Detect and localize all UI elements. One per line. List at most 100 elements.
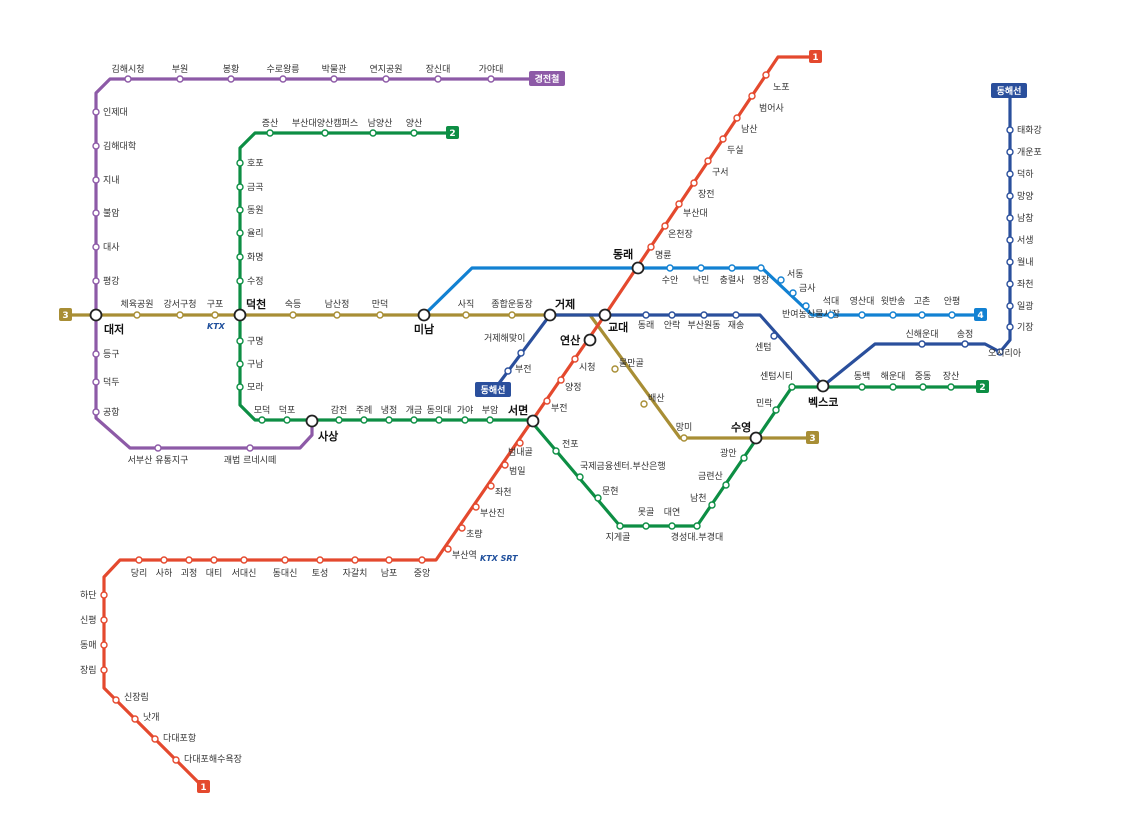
station-jurye[interactable]: 주례 xyxy=(356,405,373,424)
badge-line1-dadaepo[interactable]: 1 xyxy=(197,780,210,793)
station-seosaeng[interactable]: 서생 xyxy=(1006,235,1034,246)
station-busanjin[interactable]: 부산진 xyxy=(472,503,505,519)
station-sicheong[interactable]: 시청 xyxy=(571,355,596,373)
station-dongbaek[interactable]: 동백 xyxy=(854,371,871,391)
station-jungdong[interactable]: 중동 xyxy=(915,371,932,391)
station-sajik[interactable]: 사직 xyxy=(458,299,475,319)
station-jwacheon[interactable]: 좌천 xyxy=(487,482,512,498)
badge-gyeongjeon[interactable]: 경전철 xyxy=(529,71,565,86)
station-myeongnyun[interactable]: 명륜 xyxy=(647,243,672,261)
station-gijang[interactable]: 기장 xyxy=(1006,322,1034,333)
station-motgol[interactable]: 못골 xyxy=(638,507,655,530)
station-anpyeong[interactable]: 안평 xyxy=(944,296,961,319)
station-saha[interactable]: 사하 xyxy=(156,556,173,579)
station-mora[interactable]: 모라 xyxy=(236,382,264,393)
station-gaeunpo[interactable]: 개운포 xyxy=(1006,147,1042,158)
transfer-geoje[interactable]: 거제 xyxy=(543,297,576,322)
station-sports-park[interactable]: 체육공원 xyxy=(120,299,154,319)
station-buam[interactable]: 부암 xyxy=(482,404,499,424)
station-sinhaeundae[interactable]: 신해운대 xyxy=(905,329,939,348)
station-jigegol[interactable]: 지게골 xyxy=(606,522,631,543)
station-geoje-haemaji[interactable]: 거제해맞이 xyxy=(484,332,525,357)
station-yangjeong[interactable]: 양정 xyxy=(557,376,582,393)
station-bujeon[interactable]: 부전 xyxy=(543,397,568,414)
badge-line2-jangsan[interactable]: 2 xyxy=(976,380,989,393)
station-munhyeon[interactable]: 문현 xyxy=(594,486,619,502)
station-yeonjigongwon[interactable]: 연지공원 xyxy=(369,64,403,83)
station-sujeong[interactable]: 수정 xyxy=(236,276,264,287)
station-dusil[interactable]: 두실 xyxy=(719,135,744,156)
station-toseong[interactable]: 토성 xyxy=(312,556,329,579)
station-deokdu[interactable]: 덕두 xyxy=(92,377,120,388)
station-injedae[interactable]: 인제대 xyxy=(92,107,128,118)
station-allak[interactable]: 안락 xyxy=(664,311,681,331)
station-goejeong[interactable]: 괴정 xyxy=(181,556,198,579)
station-dadaepohang[interactable]: 다대포항 xyxy=(151,733,196,744)
station-osiria[interactable]: 오시리아 xyxy=(988,348,1022,359)
station-geumgok[interactable]: 금곡 xyxy=(236,182,264,193)
station-sinjangnim[interactable]: 신장림 xyxy=(112,691,149,704)
station-wollae[interactable]: 월내 xyxy=(1006,256,1034,268)
station-mulmangol[interactable]: 물만골 xyxy=(611,358,644,373)
station-namchang[interactable]: 남창 xyxy=(1006,213,1034,224)
station-sukdeung[interactable]: 숙등 xyxy=(285,299,302,319)
station-gangseo-gu-office[interactable]: 강서구청 xyxy=(163,299,197,319)
station-busan-wondong[interactable]: 부산원동 xyxy=(687,311,721,331)
station-beomil[interactable]: 범일 xyxy=(501,461,526,477)
badge-donghae-bujeon[interactable]: 동해선 xyxy=(475,382,511,397)
station-youngsan-univ[interactable]: 영산대 xyxy=(850,296,875,319)
badge-line1-nopo[interactable]: 1 xyxy=(809,50,822,63)
station-millak[interactable]: 민락 xyxy=(756,397,780,414)
station-oncheonjang[interactable]: 온천장 xyxy=(661,222,693,240)
station-jungang[interactable]: 중앙 xyxy=(414,556,431,579)
station-deokpo[interactable]: 덕포 xyxy=(279,405,296,424)
station-namsan[interactable]: 남산 xyxy=(733,114,758,135)
station-namsanjeong[interactable]: 남산정 xyxy=(325,299,350,319)
station-jangjeon[interactable]: 장전 xyxy=(690,179,715,200)
station-modeok[interactable]: 모덕 xyxy=(254,405,271,424)
station-geumnyeonsan[interactable]: 금련산 xyxy=(698,471,730,489)
station-dongeuidae[interactable]: 동의대 xyxy=(427,405,452,424)
badge-line2-yangsan[interactable]: 2 xyxy=(446,126,459,139)
station-hopo[interactable]: 호포 xyxy=(236,158,264,169)
transfer-seomyeon[interactable]: 서면 xyxy=(508,403,540,428)
station-seobusan-yutong[interactable]: 서부산 유통지구 xyxy=(128,444,189,466)
transfer-deokcheon[interactable]: 덕천 xyxy=(233,297,267,322)
station-pnu[interactable]: 부산대 xyxy=(675,200,708,219)
station-daeti[interactable]: 대티 xyxy=(206,556,223,579)
transfer-yeonsan[interactable]: 연산 xyxy=(560,333,597,347)
station-nopo[interactable]: 노포 xyxy=(762,71,790,93)
station-beomnaegol[interactable]: 범내골 xyxy=(508,439,533,458)
station-baesan[interactable]: 배산 xyxy=(640,393,665,408)
station-chungnyeolsa[interactable]: 충렬사 xyxy=(720,264,746,286)
station-bujeon-donghae[interactable]: 부전 xyxy=(504,364,532,375)
transfer-dongnae[interactable]: 동래 xyxy=(613,247,645,275)
station-sports-complex[interactable]: 종합운동장 xyxy=(491,299,533,319)
station-guseo[interactable]: 구서 xyxy=(704,157,729,178)
station-gaegeum[interactable]: 개금 xyxy=(406,405,423,424)
transfer-bexco[interactable]: 벡스코 xyxy=(808,379,838,410)
station-daesa[interactable]: 대사 xyxy=(92,242,120,253)
station-gimhaedaehak[interactable]: 김해대학 xyxy=(92,140,136,152)
station-pnu-yangsan[interactable]: 부산대양산캠퍼스 xyxy=(292,117,358,137)
badge-line3-right[interactable]: 3 xyxy=(806,431,819,444)
station-gunam[interactable]: 구남 xyxy=(236,359,264,370)
station-naengjeong[interactable]: 냉정 xyxy=(381,405,398,424)
badge-line3-left[interactable]: 3 xyxy=(59,308,72,321)
station-busan[interactable]: 부산역 xyxy=(444,545,477,561)
station-gwangan[interactable]: 광안 xyxy=(720,447,748,462)
station-dangni[interactable]: 당리 xyxy=(131,556,148,579)
transfer-suyeong[interactable]: 수영 xyxy=(731,421,763,445)
station-jeonpo[interactable]: 전포 xyxy=(552,439,579,455)
station-mangmi[interactable]: 망미 xyxy=(676,422,693,442)
station-gaya[interactable]: 가야 xyxy=(457,405,474,424)
station-gimhaesicheong[interactable]: 김해시청 xyxy=(111,63,145,83)
station-gamjeon[interactable]: 감전 xyxy=(331,404,348,424)
station-mandeok[interactable]: 만덕 xyxy=(372,299,389,319)
station-seodong[interactable]: 서동 xyxy=(777,269,804,284)
station-nampo[interactable]: 남포 xyxy=(381,556,398,579)
station-bonghwang[interactable]: 봉황 xyxy=(223,64,240,83)
station-jinae[interactable]: 지내 xyxy=(92,175,120,186)
station-jangsindae[interactable]: 장신대 xyxy=(426,64,451,83)
station-taehwagang[interactable]: 태화강 xyxy=(1006,125,1042,136)
